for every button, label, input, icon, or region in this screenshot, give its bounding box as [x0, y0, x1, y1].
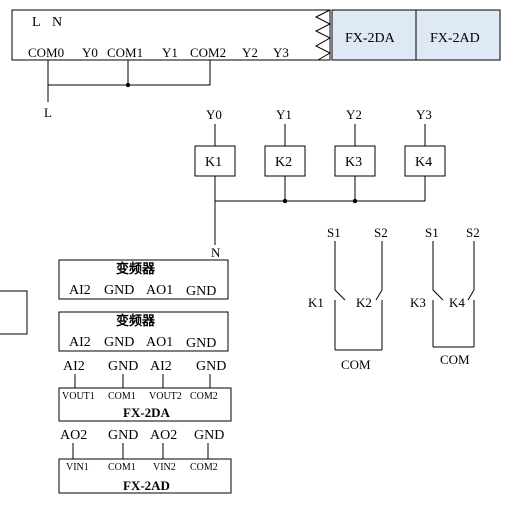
module-fx2ad-box: [415, 9, 501, 61]
coil-k4-label: K4: [415, 155, 432, 170]
plc-power-l: L: [32, 15, 41, 30]
fx2ad-section: AO2 GND AO2 GND VIN1 COM1 VIN2 COM2 FX-2…: [58, 428, 232, 494]
junction-dot: [125, 82, 131, 88]
plc-power-n: N: [52, 15, 62, 30]
relay-n-label: N: [211, 245, 221, 260]
coil-k1-box: [194, 145, 236, 177]
da-wire-label-2: GND: [108, 359, 138, 374]
coil-k1-label: K1: [205, 155, 222, 170]
inverter-1-box: [58, 259, 229, 300]
ad-wire-label-4: GND: [194, 428, 224, 443]
plc-terminal-y0: Y0: [82, 45, 98, 60]
ad-wire-label-1: AO2: [60, 428, 87, 443]
inverter-2-box: [58, 311, 229, 352]
contact-k4-upper: [467, 241, 475, 301]
switch-s1-label: S1: [327, 225, 341, 240]
coil-k4-box: [404, 145, 446, 177]
inverter-2-title: 变频器: [116, 313, 156, 328]
contact-k1-label: K1: [308, 295, 324, 310]
relay-output-y1: Y1: [276, 107, 292, 122]
inverter-2-terminal-gnd: GND: [104, 335, 134, 350]
coil-k3-box: [334, 145, 376, 177]
com-label-2: COM: [440, 352, 470, 367]
da-wire-label-4: GND: [196, 359, 226, 374]
plc-terminal-y1: Y1: [162, 45, 178, 60]
contact-k1-upper: [334, 241, 346, 301]
fx2da-box: [58, 387, 232, 422]
fx2da-terminal-vout2: VOUT2: [149, 391, 182, 402]
fx2ad-name: FX-2AD: [123, 478, 170, 493]
coil-k3-label: K3: [345, 155, 362, 170]
inverter-2-terminal-ao1: AO1: [146, 335, 173, 350]
inverter-1-terminal-ao1: AO1: [146, 283, 173, 298]
relay-output-y0: Y0: [206, 107, 222, 122]
inverter-1-title: 变频器: [116, 261, 156, 276]
plc-block: L N COM0 Y0 COM1 Y1 COM2 Y2 Y3 FX-2DA FX…: [11, 9, 501, 120]
contact-k2-label: K2: [356, 295, 372, 310]
fx2da-terminal-com2: COM2: [190, 391, 218, 402]
inverter-1: 变频器 AI2 GND AO1 GND: [58, 259, 229, 300]
fx2da-terminal-vout1: VOUT1: [62, 391, 95, 402]
relay-output-y2: Y2: [346, 107, 362, 122]
module-fx2da-box: [331, 9, 417, 61]
fx2da-terminal-com1: COM1: [108, 391, 136, 402]
da-wire-label-1: AI2: [63, 359, 85, 374]
contact-k2-upper: [375, 241, 383, 301]
plc-terminal-y2: Y2: [242, 45, 258, 60]
contact-group-2: S1 S2 K3 K4 COM: [410, 225, 480, 367]
switch-s2-label: S2: [374, 225, 388, 240]
ad-wire-label-2: GND: [108, 428, 138, 443]
relay-coils: Y0 Y1 Y2 Y3 K1 K2 K3 K4 N: [194, 107, 446, 260]
break-symbol: [314, 9, 332, 61]
fx2ad-box: [58, 458, 232, 494]
contact-k3-upper: [432, 241, 444, 301]
fx2da-section: AI2 GND AI2 GND VOUT1 COM1 VOUT2 COM2 FX…: [58, 359, 232, 422]
plc-terminal-com0: COM0: [28, 45, 64, 60]
junction-dot: [282, 198, 288, 204]
inverter-2-terminal-gnd2: GND: [186, 336, 216, 351]
com-label-1: COM: [341, 357, 371, 372]
left-edge-box: [0, 290, 28, 335]
fx2da-name: FX-2DA: [123, 405, 171, 420]
inverter-1-terminal-gnd2: GND: [186, 284, 216, 299]
contact-group-1: S1 S2 K1 K2 COM: [308, 225, 388, 372]
inverter-2: 变频器 AI2 GND AO1 GND: [58, 311, 229, 352]
fx2ad-terminal-vin2: VIN2: [153, 462, 176, 473]
com-bus-wire: [47, 60, 211, 86]
inverter-2-terminal-ai2: AI2: [69, 335, 91, 350]
ad-wire-label-3: AO2: [150, 428, 177, 443]
plc-terminal-com2: COM2: [190, 45, 226, 60]
plc-terminal-com1: COM1: [107, 45, 143, 60]
contact-k3-label: K3: [410, 295, 426, 310]
plc-body: [11, 9, 331, 61]
coil-k2-label: K2: [275, 155, 292, 170]
fx2ad-terminal-vin1: VIN1: [66, 462, 89, 473]
inverter-1-terminal-gnd: GND: [104, 283, 134, 298]
module-fx2da-label: FX-2DA: [345, 31, 396, 46]
fx2ad-terminal-com2: COM2: [190, 462, 218, 473]
junction-dot: [352, 198, 358, 204]
module-fx2ad-label: FX-2AD: [430, 31, 480, 46]
inverter-1-terminal-ai2: AI2: [69, 283, 91, 298]
plc-terminal-y3: Y3: [273, 45, 289, 60]
da-wire-label-3: AI2: [150, 359, 172, 374]
relay-output-y3: Y3: [416, 107, 432, 122]
coil-k2-box: [264, 145, 306, 177]
switch-s1-label: S1: [425, 225, 439, 240]
switch-s2-label: S2: [466, 225, 480, 240]
fx2ad-terminal-com1: COM1: [108, 462, 136, 473]
contact-k4-label: K4: [449, 295, 465, 310]
plc-l-label: L: [44, 105, 52, 120]
